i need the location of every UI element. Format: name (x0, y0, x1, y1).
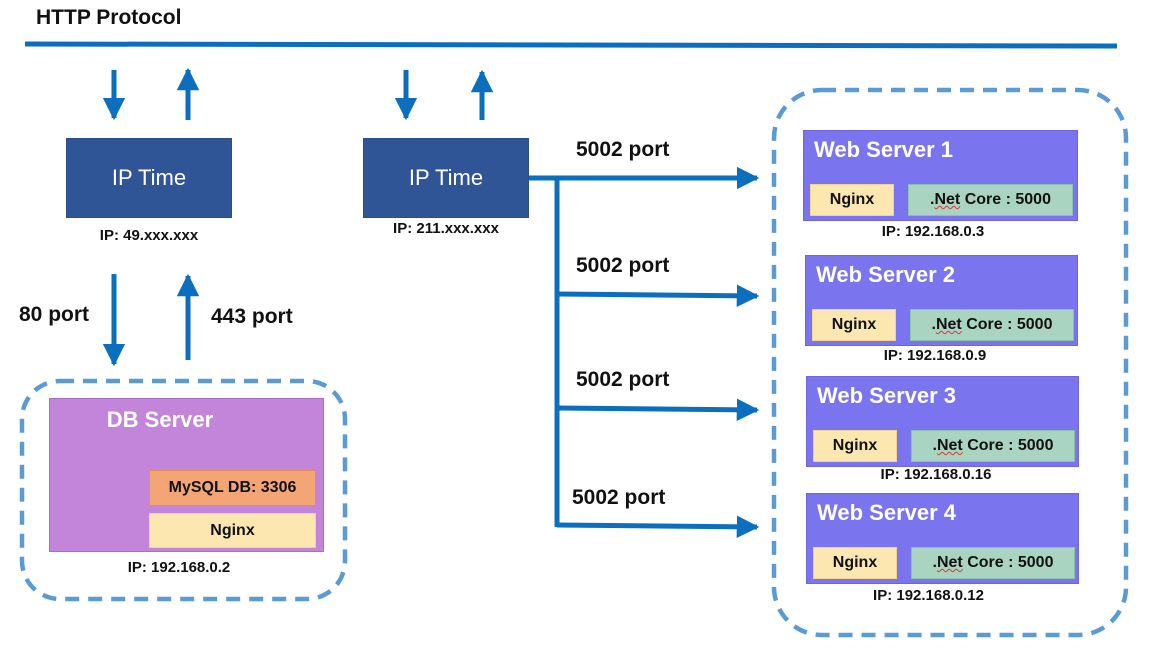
router-2-label: IP Time (408, 165, 484, 190)
router-1-label: IP Time (111, 165, 187, 190)
mysql-db-box: MySQL DB: 3306 (149, 470, 316, 506)
page-title: HTTP Protocol (36, 6, 182, 29)
web-server-3-ip: IP: 192.168.0.16 (880, 466, 992, 483)
web3-5002-arrow (556, 398, 760, 422)
web-server-1-ip: IP: 192.168.0.3 (881, 223, 985, 240)
db-group-dashed-border (19, 378, 348, 602)
web2-5002-arrow (556, 284, 760, 308)
net-core-dot: . (932, 437, 937, 454)
web-server-2-nginx-label: Nginx (831, 316, 877, 333)
net-core-port: Core : 5000 (962, 437, 1054, 454)
web-server-4-nginx-label: Nginx (832, 554, 878, 571)
db-server: DB Server MySQL DB: 3306 Nginx (49, 398, 324, 552)
db-server-ip: IP: 192.168.0.2 (127, 559, 231, 576)
net-core-word: Net (936, 554, 963, 571)
web3-port-label: 5002 port (576, 368, 670, 391)
web-server-1-nginx: Nginx (810, 184, 894, 216)
web-server-2-title: Web Server 2 (816, 262, 956, 287)
web4-5002-arrow (556, 515, 760, 539)
http-protocol-line (24, 41, 1118, 49)
web-server-3-nginx-label: Nginx (832, 437, 878, 454)
net-core-word: Net (936, 437, 963, 454)
web-server-3: Web Server 3 Nginx .Net Core : 5000 (806, 376, 1079, 467)
web-server-4: Web Server 4 Nginx .Net Core : 5000 (806, 493, 1079, 584)
web-server-3-title: Web Server 3 (817, 383, 957, 408)
web-server-2-net-core: .Net Core : 5000 (910, 309, 1074, 341)
web-branch-trunk (528, 175, 560, 527)
db-nginx-box: Nginx (149, 513, 316, 548)
web4-port-label: 5002 port (572, 486, 666, 509)
router-1-ip: IP: 49.xxx.xxx (99, 227, 199, 244)
web-server-3-net-core: .Net Core : 5000 (911, 430, 1075, 462)
web-server-2-nginx: Nginx (812, 309, 896, 341)
port-443-label: 443 port (211, 305, 293, 328)
web-server-1: Web Server 1 Nginx .Net Core : 5000 (803, 130, 1078, 221)
ip-time-router-2: IP Time (363, 138, 529, 218)
web-server-1-nginx-label: Nginx (829, 191, 875, 208)
net-core-port: Core : 5000 (961, 316, 1053, 333)
net-core-dot: . (930, 191, 935, 208)
web-server-3-nginx: Nginx (813, 430, 897, 462)
ip-time-router-1: IP Time (66, 138, 232, 218)
db-server-title: DB Server (106, 407, 214, 432)
net-core-port: Core : 5000 (962, 554, 1054, 571)
net-core-dot: . (932, 554, 937, 571)
web1-port-label: 5002 port (576, 138, 670, 161)
web-server-4-net-core: .Net Core : 5000 (911, 547, 1075, 579)
net-core-dot: . (931, 316, 936, 333)
db-nginx-label: Nginx (210, 521, 255, 539)
web2-port-label: 5002 port (576, 254, 670, 277)
web-server-2-ip: IP: 192.168.0.9 (883, 347, 987, 364)
web-server-4-ip: IP: 192.168.0.12 (873, 587, 984, 604)
net-core-port: Core : 5000 (960, 191, 1051, 208)
web-server-2: Web Server 2 Nginx .Net Core : 5000 (805, 255, 1078, 346)
web-group-dashed-border (771, 87, 1129, 638)
web-server-1-title: Web Server 1 (814, 137, 954, 162)
router-2-ip: IP: 211.xxx.xxx (393, 220, 499, 237)
port-80-label: 80 port (19, 303, 90, 326)
web-server-4-nginx: Nginx (813, 547, 897, 579)
net-core-word: Net (934, 191, 961, 208)
net-core-word: Net (935, 316, 962, 333)
web-server-4-title: Web Server 4 (817, 500, 957, 525)
mysql-db-label: MySQL DB: 3306 (168, 479, 297, 496)
web-server-1-net-core: .Net Core : 5000 (908, 184, 1073, 216)
